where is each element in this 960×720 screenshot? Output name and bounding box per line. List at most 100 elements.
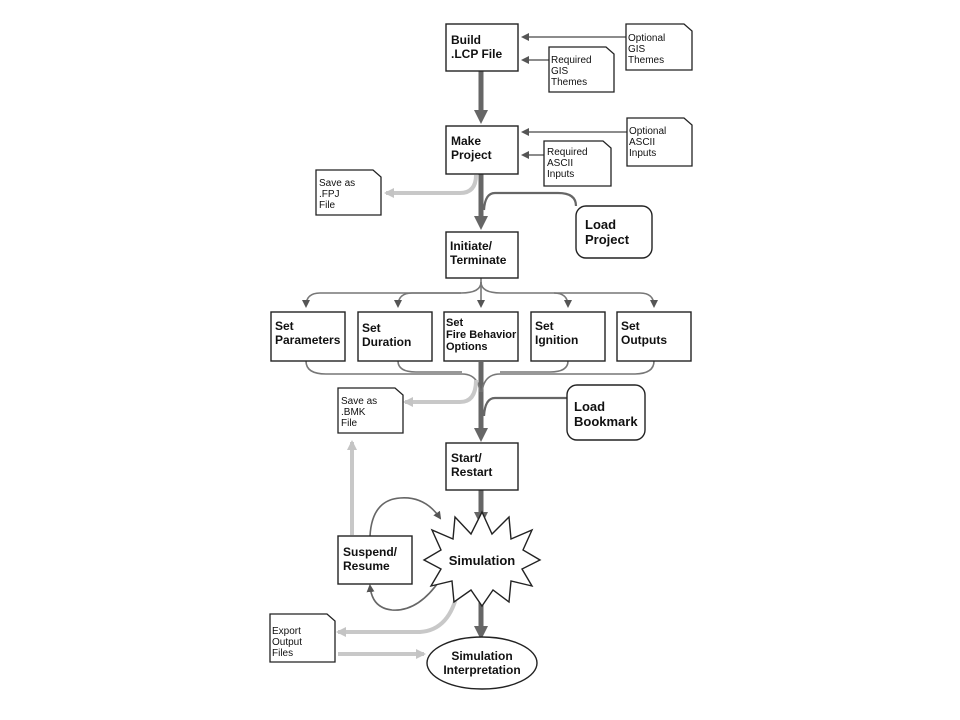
set-outputs-line-1: Set [621,319,640,333]
arrow-save-bmk [403,379,478,407]
save-fpj-line-2: .FPJ [319,189,340,200]
simulation-label: Simulation [449,553,516,568]
node-initiate-terminate: Initiate/Terminate [445,231,519,279]
required-ascii-line-3: Inputs [547,169,574,180]
required-ascii-line-2: ASCII [547,158,573,169]
node-start-restart: Start/Restart [445,442,519,491]
initiate-line-2: Terminate [450,253,507,267]
required-ascii-line-1: Required [547,147,588,158]
arrow-simulation-to-export [336,589,460,637]
build-lcp-line-2: .LCP File [451,47,502,61]
required-gis-line-2: GIS [551,66,569,77]
export-output-line-1: Export [272,626,301,637]
load-project-line-1: Load [585,217,616,232]
export-output-line-3: Files [272,648,293,659]
svg-text:Initiate/Terminate: Initiate/Terminate [450,239,507,267]
sim-interpretation-line-2: Interpretation [443,663,520,677]
sim-interpretation-line-1: Simulation [451,649,512,663]
arrow-load-project [482,191,578,211]
required-gis-line-3: Themes [551,77,587,88]
set-duration-line-1: Set [362,321,381,335]
output-arrows [336,174,478,659]
make-project-line-2: Project [451,148,492,162]
set-ignition-line-1: Set [535,319,554,333]
optional-ascii-line-2: ASCII [629,137,655,148]
set-parameters-line-2: Parameters [275,333,341,347]
make-project-line-1: Make [451,134,481,148]
node-suspend-resume: Suspend/Resume [337,535,413,585]
start-restart-line-2: Restart [451,465,492,479]
set-ignition-line-2: Ignition [535,333,578,347]
optional-gis-line-1: Optional [628,33,665,44]
arrow-load-bookmark [482,396,567,417]
required-gis-line-1: Required [551,55,592,66]
start-restart-line-1: Start/ [451,451,482,465]
set-fire-behavior-line-3: Options [446,341,488,353]
save-fpj-line-1: Save as [319,178,355,189]
optional-ascii-line-3: Inputs [629,148,656,159]
suspend-loop [366,497,442,611]
node-build-lcp: Build.LCP File [445,23,519,72]
initiate-line-1: Initiate/ [450,239,493,253]
set-duration-line-2: Duration [362,335,411,349]
node-simulation: Simulation [422,510,542,608]
set-outputs-line-2: Outputs [621,333,667,347]
load-project-line-2: Project [585,232,630,247]
optional-gis-line-3: Themes [628,55,664,66]
save-bmk-line-2: .BMK [341,407,366,418]
input-arrows [482,33,627,417]
export-output-line-2: Output [272,637,302,648]
svg-text:Build.LCP File: Build.LCP File [451,33,502,61]
set-fire-behavior-line-2: Fire Behavior [446,329,517,341]
save-fpj-line-3: File [319,200,336,211]
svg-text:Start/Restart: Start/Restart [451,451,492,479]
svg-text:Suspend/Resume: Suspend/Resume [343,545,398,573]
save-bmk-line-1: Save as [341,396,377,407]
suspend-resume-line-2: Resume [343,559,390,573]
build-lcp-line-1: Build [451,33,481,47]
optional-ascii-line-1: Optional [629,126,666,137]
arrow-save-fpj [384,174,478,198]
branch-arrows [302,278,658,308]
svg-text:Simulation: Simulation [449,553,516,568]
set-parameters-line-1: Set [275,319,294,333]
set-fire-behavior-line-1: Set [446,317,463,329]
optional-gis-line-2: GIS [628,44,646,55]
suspend-resume-line-1: Suspend/ [343,545,398,559]
load-bookmark-line-2: Bookmark [574,414,638,429]
load-bookmark-line-1: Load [574,399,605,414]
save-bmk-line-3: File [341,418,358,429]
